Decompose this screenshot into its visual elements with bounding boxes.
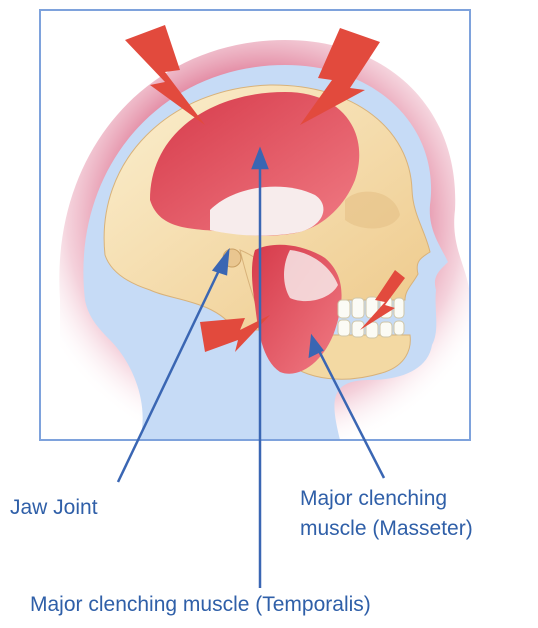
jaw-joint-label: Jaw Joint <box>10 494 98 522</box>
masseter-label: Major clenching muscle (Masseter) <box>300 484 473 544</box>
masseter-label-line1: Major clenching <box>300 484 473 514</box>
temporalis-label: Major clenching muscle (Temporalis) <box>30 591 371 619</box>
masseter-label-line2: muscle (Masseter) <box>300 514 473 544</box>
